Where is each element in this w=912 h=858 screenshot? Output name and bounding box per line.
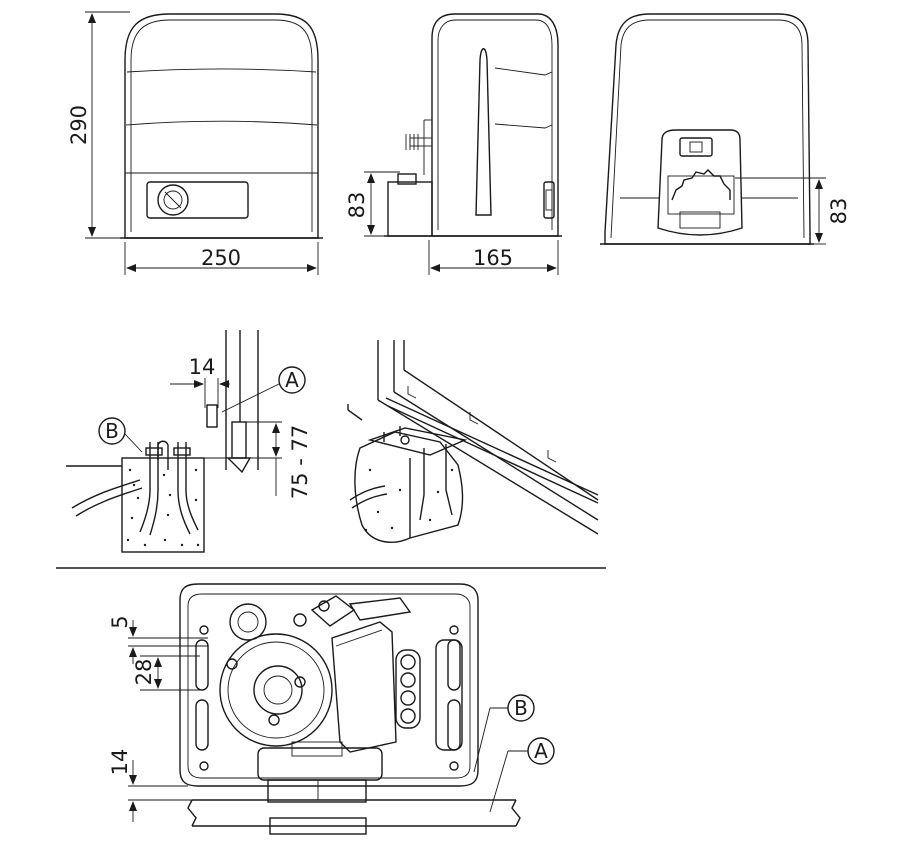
rear-view: 83 (600, 13, 851, 245)
dim-front-height: 290 (67, 105, 91, 145)
dim-side-base-height: 83 (345, 192, 369, 219)
dim-rack-height-range: 75 - 77 (288, 425, 312, 499)
dim-plate-offset: 14 (108, 749, 132, 776)
dim-side-depth: 165 (473, 246, 513, 270)
dim-plate-slot: 28 (132, 659, 156, 686)
callout-rack: A (285, 368, 299, 392)
iso-concrete-speckle (364, 468, 454, 532)
dim-rack-offset: 14 (189, 355, 216, 379)
front-view: 290 250 (67, 11, 323, 275)
dim-rear-pinion-height: 83 (827, 198, 851, 225)
isometric-view (347, 340, 599, 543)
foundation-section: 14 75 - 77 A B (66, 330, 312, 553)
dim-plate-edge: 5 (108, 615, 132, 628)
concrete-speckle (126, 468, 200, 547)
callout-base-plate: B (105, 419, 119, 443)
plan-view: 5 28 14 B A (108, 583, 555, 835)
callout-plan-rack: A (534, 739, 548, 763)
side-view: 83 165 (345, 13, 562, 275)
dim-front-width: 250 (201, 246, 241, 270)
callout-plan-base-plate: B (514, 696, 528, 720)
